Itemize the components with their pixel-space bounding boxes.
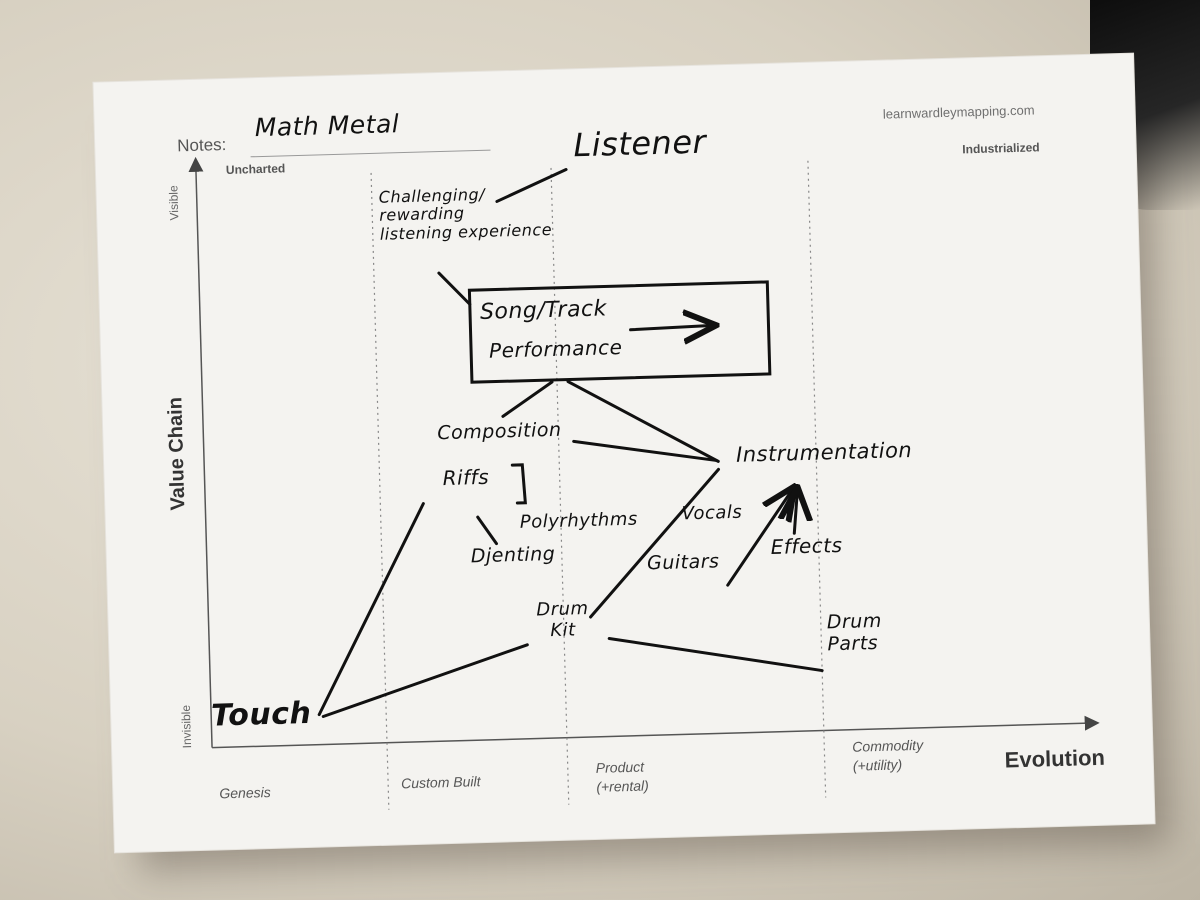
y-axis	[188, 156, 213, 748]
evolution-arrow-song	[629, 326, 711, 330]
link-riffs-djenting	[476, 515, 498, 546]
component-guitars: Guitars	[646, 550, 720, 575]
link-drumkit-instrumentation	[589, 467, 720, 619]
link-listener-experience	[495, 168, 568, 203]
link-touch-riffs	[317, 502, 425, 717]
divider-2	[550, 167, 570, 805]
component-song-track: Song/Track	[479, 296, 608, 325]
component-instrumentation: Instrumentation	[735, 437, 913, 467]
component-experience: Challenging/ rewarding listening experie…	[378, 184, 553, 244]
evolution-arrow-instrumentation	[793, 493, 798, 535]
component-performance: Performance	[488, 335, 623, 363]
component-composition: Composition	[437, 418, 562, 445]
riffs-bracket	[510, 463, 527, 505]
song-performance-box	[467, 280, 772, 384]
divider-3	[807, 160, 827, 798]
link-drumkit-drumparts	[607, 636, 824, 673]
link-touch-drumkit	[321, 643, 529, 719]
map-canvas	[188, 156, 1100, 810]
component-listener: Listener	[572, 122, 707, 165]
x-axis	[212, 715, 1100, 749]
divider-1	[370, 172, 390, 810]
component-drum-kit: Drum Kit	[536, 598, 589, 641]
link-composition-instrumentation	[572, 439, 718, 462]
component-touch: Touch	[210, 695, 312, 734]
link-experience-song	[437, 271, 472, 306]
component-effects: Effects	[770, 532, 843, 559]
link-performance-composition	[501, 380, 554, 418]
component-drum-parts: Drum Parts	[826, 609, 883, 656]
link-performance-instrumentation	[566, 380, 720, 463]
component-djenting: Djenting	[470, 542, 556, 568]
component-polyrhythms: Polyrhythms	[519, 508, 639, 533]
component-vocals: Vocals	[681, 501, 743, 525]
wardley-map-sheet: Notes: Math Metal learnwardleymapping.co…	[93, 53, 1155, 853]
component-riffs: Riffs	[442, 464, 490, 491]
